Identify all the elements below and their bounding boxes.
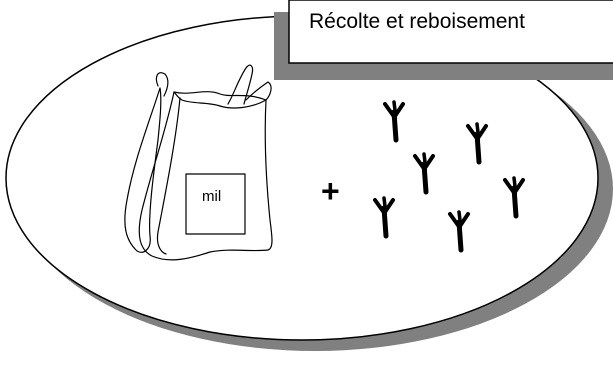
grain-bag-rim — [173, 91, 267, 101]
grain-bag-back — [124, 87, 162, 253]
plus-sign: + — [321, 173, 340, 209]
grain-bag-handle-left — [155, 72, 169, 97]
grain-bag-label: mil — [202, 188, 221, 205]
grain-bag-handle-right — [227, 64, 254, 105]
grain-bag-handle-right-2 — [245, 81, 272, 101]
grain-bag-label-frame — [185, 173, 246, 235]
title-box: Récolte et reboisement — [274, 0, 613, 80]
title-box-frame — [288, 0, 613, 64]
grain-bag-fold — [156, 97, 181, 255]
grain-bag — [124, 64, 273, 261]
grain-bag-front — [138, 91, 273, 261]
title-box-text: Récolte et reboisement — [309, 10, 525, 33]
oval-group — [5, 15, 613, 351]
